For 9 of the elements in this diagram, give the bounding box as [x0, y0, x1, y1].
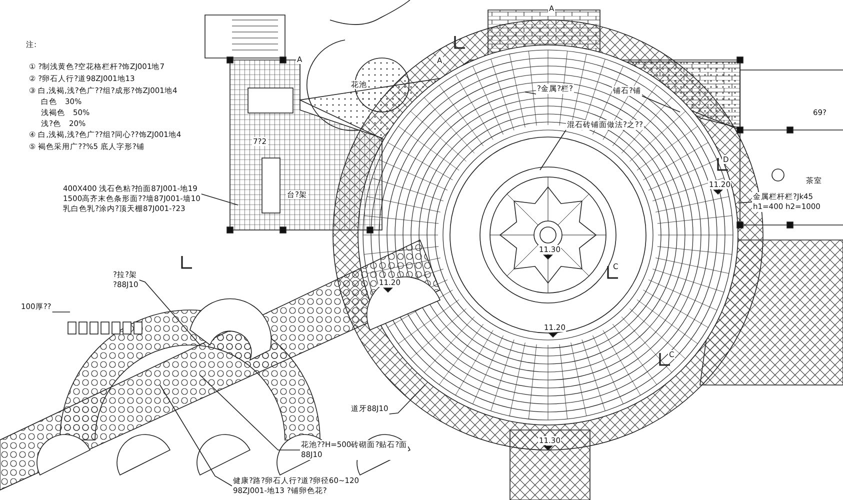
leader-line: [642, 96, 680, 112]
leader-line: [160, 384, 232, 486]
leader-line: [388, 384, 426, 414]
leader-line: [200, 374, 300, 450]
leader-line: [540, 130, 566, 170]
leader-line: [524, 92, 536, 94]
leader-line: [738, 202, 752, 204]
leader-line: [201, 194, 238, 206]
leader-line: [138, 280, 200, 346]
